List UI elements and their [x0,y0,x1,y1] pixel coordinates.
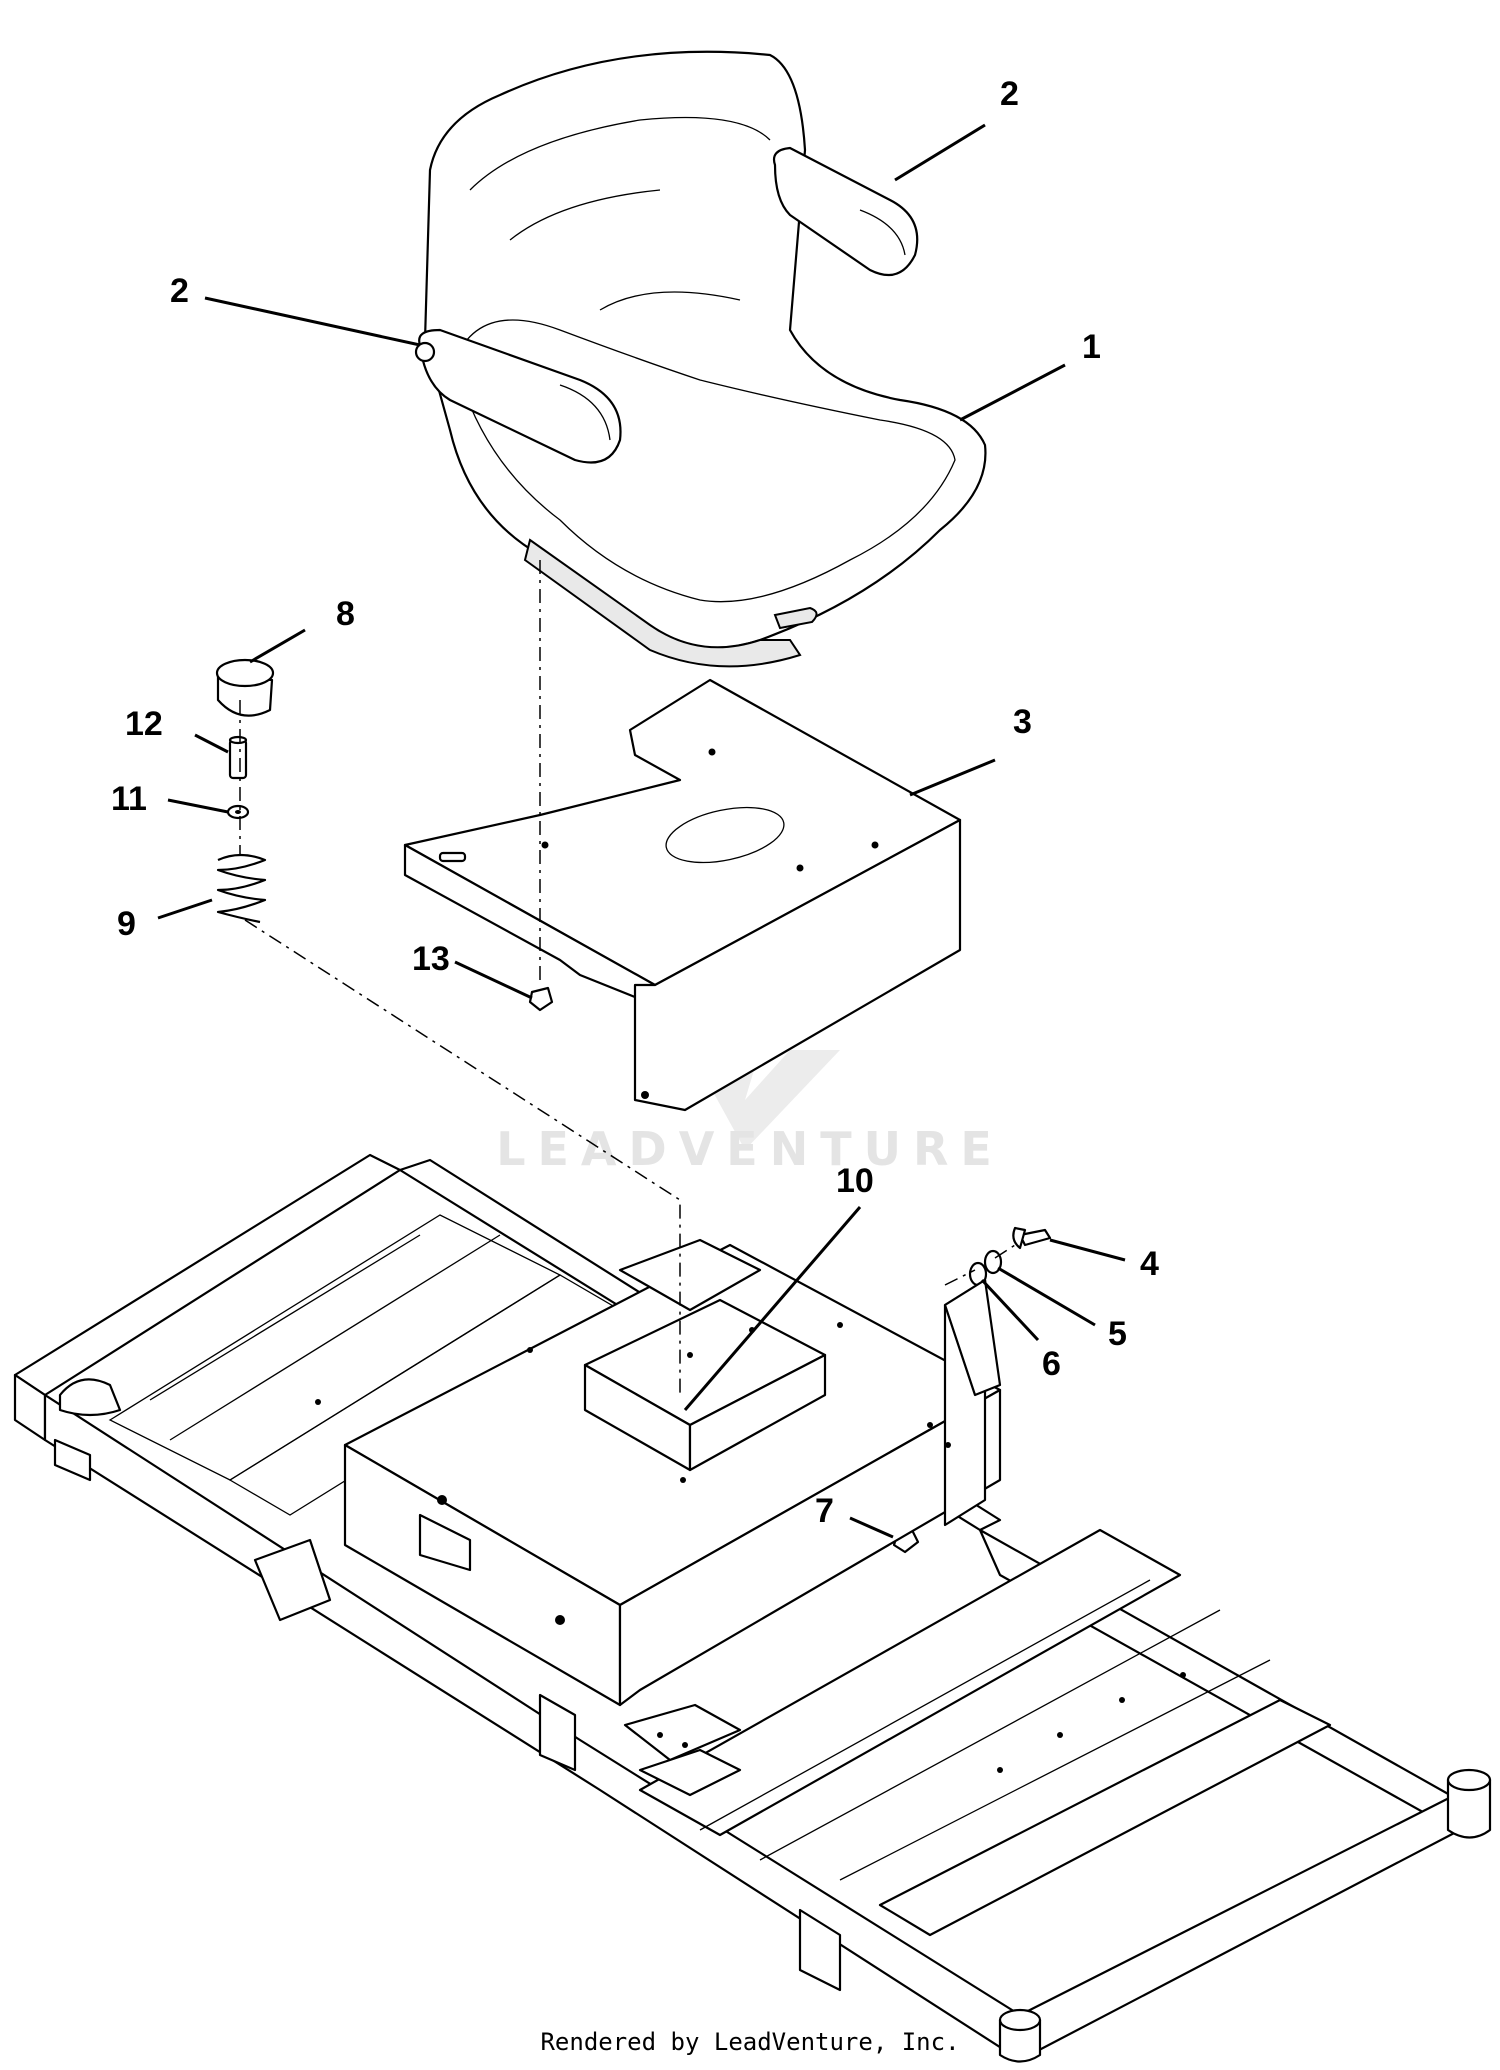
seat-latch-tab [773,606,818,630]
callout-1: 1 [1082,328,1101,366]
nut [528,986,554,1012]
watermark-text: LEADVENTURE [496,1122,1004,1176]
armrest-right [772,146,919,277]
callout-7: 7 [815,1492,834,1530]
assembly-center-lines [239,560,1016,1395]
washer [226,804,250,820]
seat-pan [403,678,962,1112]
callout-2-right: 2 [1000,75,1019,113]
callout-2-left: 2 [170,272,189,310]
callout-13: 13 [412,940,450,978]
frame-caster-post-rear [1446,1778,1492,1839]
frame-cross-member [638,1528,1182,1837]
frame-bracket-left [618,1238,762,1312]
frame [13,1153,1492,2063]
frame-center-box-side [618,1388,1002,1707]
callout-10: 10 [836,1162,874,1200]
frame-cross-member-2 [878,1698,1332,1937]
callout-5: 5 [1108,1315,1127,1353]
callout-3: 3 [1013,703,1032,741]
callout-6: 6 [1042,1345,1061,1383]
seat-pan-slot [665,806,785,864]
spacer [228,735,248,780]
callout-12: 12 [125,705,163,743]
seat-cushion-contour [454,319,956,603]
frame-caster-post-front [998,2018,1042,2063]
callout-9: 9 [117,905,136,943]
frame-seat-block-side [688,1353,827,1472]
callout-labels: 1 2 2 3 4 5 6 7 8 9 10 11 12 13 [111,75,1159,1530]
seat-base-rim [523,538,802,668]
seat-assembly [423,50,987,668]
callout-4: 4 [1140,1245,1159,1283]
callout-11: 11 [111,780,147,818]
seat-pan-side [633,818,962,1112]
callout-leaders [157,123,1126,1539]
seat-back-contour [469,116,771,311]
frame-bump [58,1378,122,1417]
frame-mount-plate [623,1703,742,1762]
bolt [1012,1226,1052,1250]
callout-8: 8 [336,595,355,633]
spring [216,853,267,924]
bumper [215,658,275,717]
rendered-by-credit: Rendered by LeadVenture, Inc. [540,2028,960,2056]
seat-body [423,50,987,650]
armrest-left [414,328,622,464]
